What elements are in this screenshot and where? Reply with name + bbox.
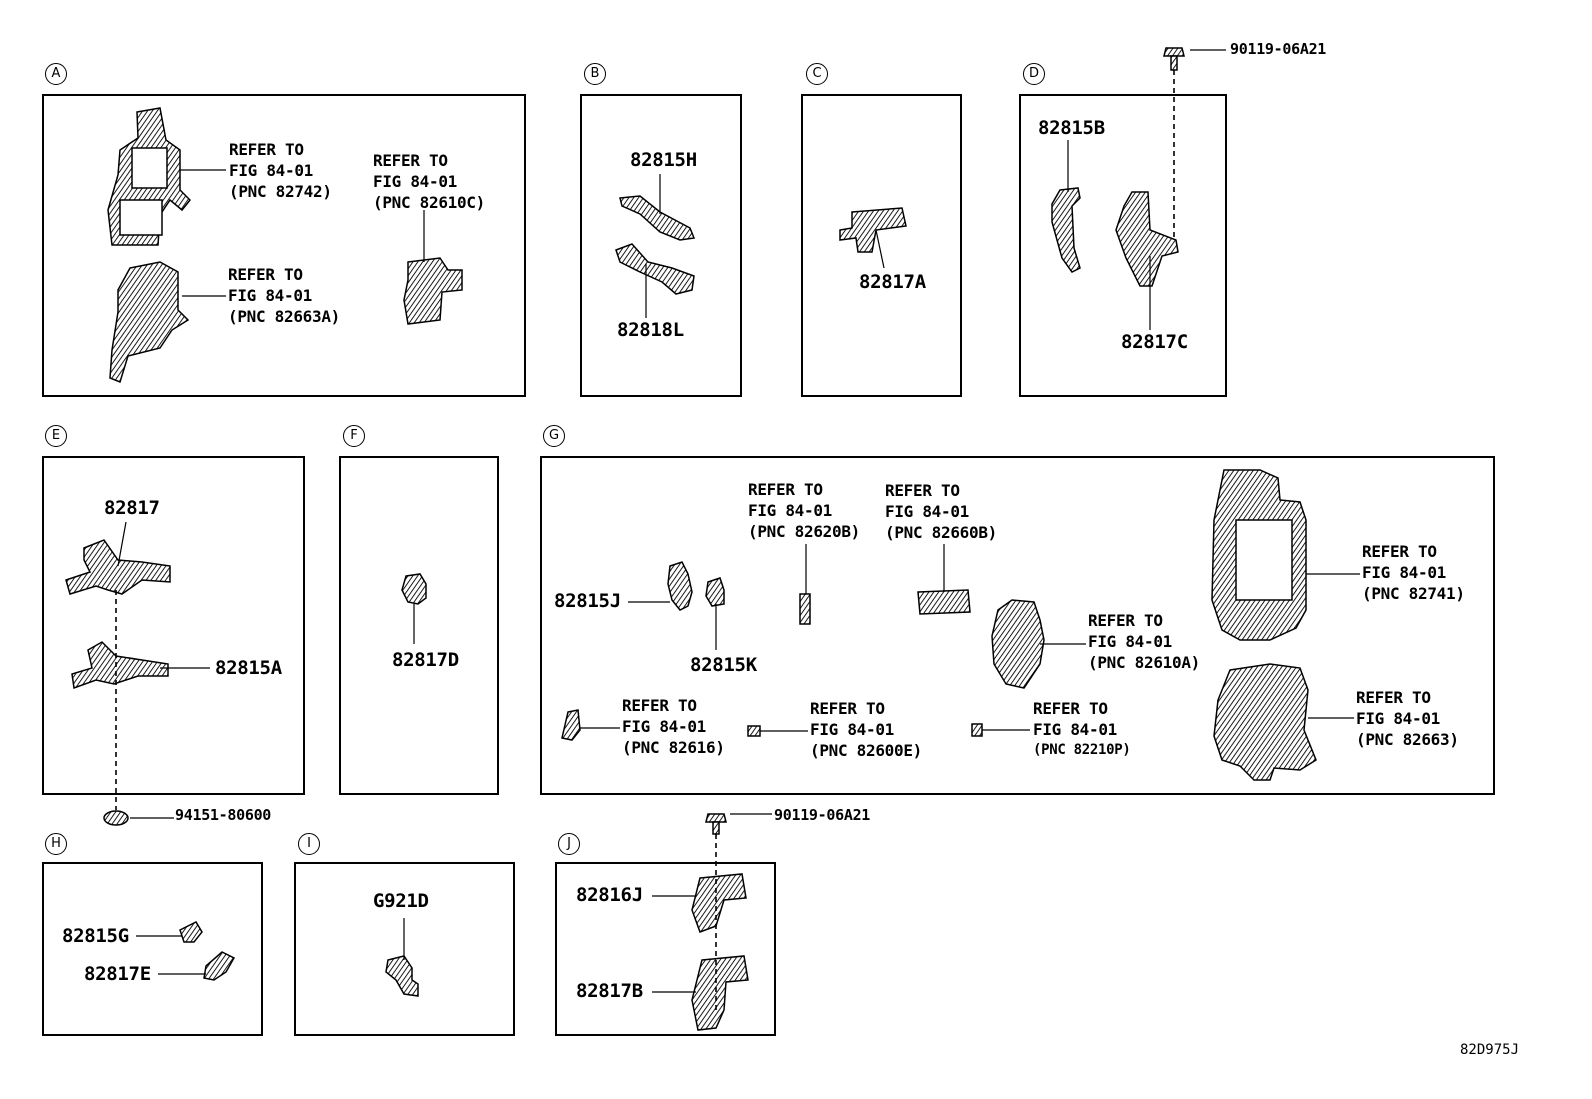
part-label-94151-80600[interactable]: 94151-80600: [175, 806, 272, 824]
section-label-h: H: [45, 833, 67, 855]
part-82815k-illustration: [705, 577, 725, 607]
part-82817c-illustration: [1115, 191, 1179, 287]
part-label-82815g[interactable]: 82815G: [62, 925, 129, 947]
part-82741-illustration: [1211, 469, 1307, 641]
bolt-90119-j-illustration: [705, 813, 727, 835]
section-label-g: G: [543, 425, 565, 447]
part-label-82817a[interactable]: 82817A: [859, 271, 926, 293]
part-label-g921d[interactable]: G921D: [373, 890, 429, 912]
clip-94151-illustration: [103, 810, 129, 826]
part-82817e-illustration: [203, 951, 236, 981]
section-box-d: [1019, 94, 1227, 397]
part-label-82815k[interactable]: 82815K: [690, 654, 757, 676]
section-box-i: [294, 862, 515, 1036]
section-label-i: I: [298, 833, 320, 855]
part-label-82817e[interactable]: 82817E: [84, 963, 151, 985]
part-label-82815h[interactable]: 82815H: [630, 149, 697, 171]
part-82620b-illustration: [799, 593, 811, 625]
part-82815h-illustration: [619, 195, 696, 241]
section-label-d: D: [1023, 63, 1045, 85]
part-label-82818l[interactable]: 82818L: [617, 319, 684, 341]
section-box-e: [42, 456, 305, 795]
part-82616-illustration: [561, 709, 581, 741]
section-box-g: [540, 456, 1495, 795]
part-82610c-illustration: [403, 257, 463, 325]
part-82817b-illustration: [691, 955, 749, 1031]
part-82815b-illustration: [1051, 187, 1081, 273]
part-82663a-illustration: [109, 261, 190, 383]
section-label-c: C: [806, 63, 828, 85]
part-label-82815a[interactable]: 82815A: [215, 657, 282, 679]
section-box-a: [42, 94, 526, 397]
section-label-b: B: [584, 63, 606, 85]
part-label-82817c[interactable]: 82817C: [1121, 331, 1188, 353]
part-82817-illustration: [65, 539, 171, 595]
section-box-c: [801, 94, 962, 397]
section-box-h: [42, 862, 263, 1036]
part-82816j-illustration: [691, 873, 747, 933]
section-label-e: E: [45, 425, 67, 447]
leader-lines: [117, 49, 1360, 993]
part-label-90119-06a21-j[interactable]: 90119-06A21: [774, 806, 871, 824]
part-82818l-illustration: [615, 243, 695, 295]
section-label-a: A: [45, 63, 67, 85]
part-82817d-illustration: [401, 573, 427, 605]
section-box-b: [580, 94, 742, 397]
bolt-90119-top-illustration: [1163, 47, 1185, 71]
part-82815j-illustration: [667, 561, 693, 611]
part-label-82815b[interactable]: 82815B: [1038, 117, 1105, 139]
part-82817a-illustration: [839, 207, 907, 253]
part-82815g-illustration: [179, 921, 203, 943]
part-label-82816j[interactable]: 82816J: [576, 884, 643, 906]
part-82610a-illustration: [991, 599, 1045, 689]
part-82663-illustration: [1213, 663, 1317, 781]
part-82742-illustration: [107, 107, 192, 246]
section-label-f: F: [343, 425, 365, 447]
section-box-j: [555, 862, 776, 1036]
section-label-j: J: [558, 833, 580, 855]
part-label-82817b[interactable]: 82817B: [576, 980, 643, 1002]
part-g921d-illustration: [385, 955, 419, 997]
figure-code: 82D975J: [1460, 1042, 1520, 1058]
part-label-90119-06a21-top[interactable]: 90119-06A21: [1230, 40, 1327, 58]
section-box-f: [339, 456, 499, 795]
part-label-82815j[interactable]: 82815J: [554, 590, 621, 612]
part-82660b-illustration: [917, 589, 971, 615]
part-label-82817d[interactable]: 82817D: [392, 649, 459, 671]
part-label-82817[interactable]: 82817: [104, 497, 160, 519]
